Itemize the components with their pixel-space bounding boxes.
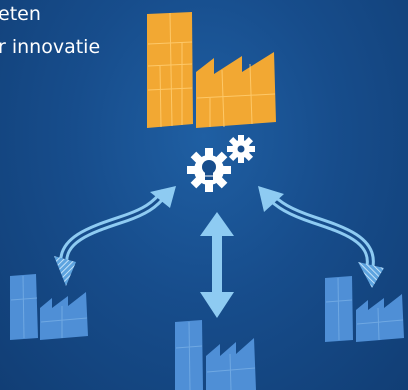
gear-icon bbox=[187, 135, 255, 192]
caption-line-2: r innovatie bbox=[0, 36, 101, 58]
bulb-icon bbox=[202, 160, 216, 180]
caption-line-1: eten bbox=[0, 3, 41, 25]
curved-arrow-right-icon bbox=[258, 186, 384, 288]
curved-arrow-left-icon bbox=[54, 186, 176, 286]
factory-icon bbox=[10, 274, 404, 390]
main-factory-icon bbox=[147, 12, 276, 128]
double-arrow-icon bbox=[200, 212, 234, 318]
